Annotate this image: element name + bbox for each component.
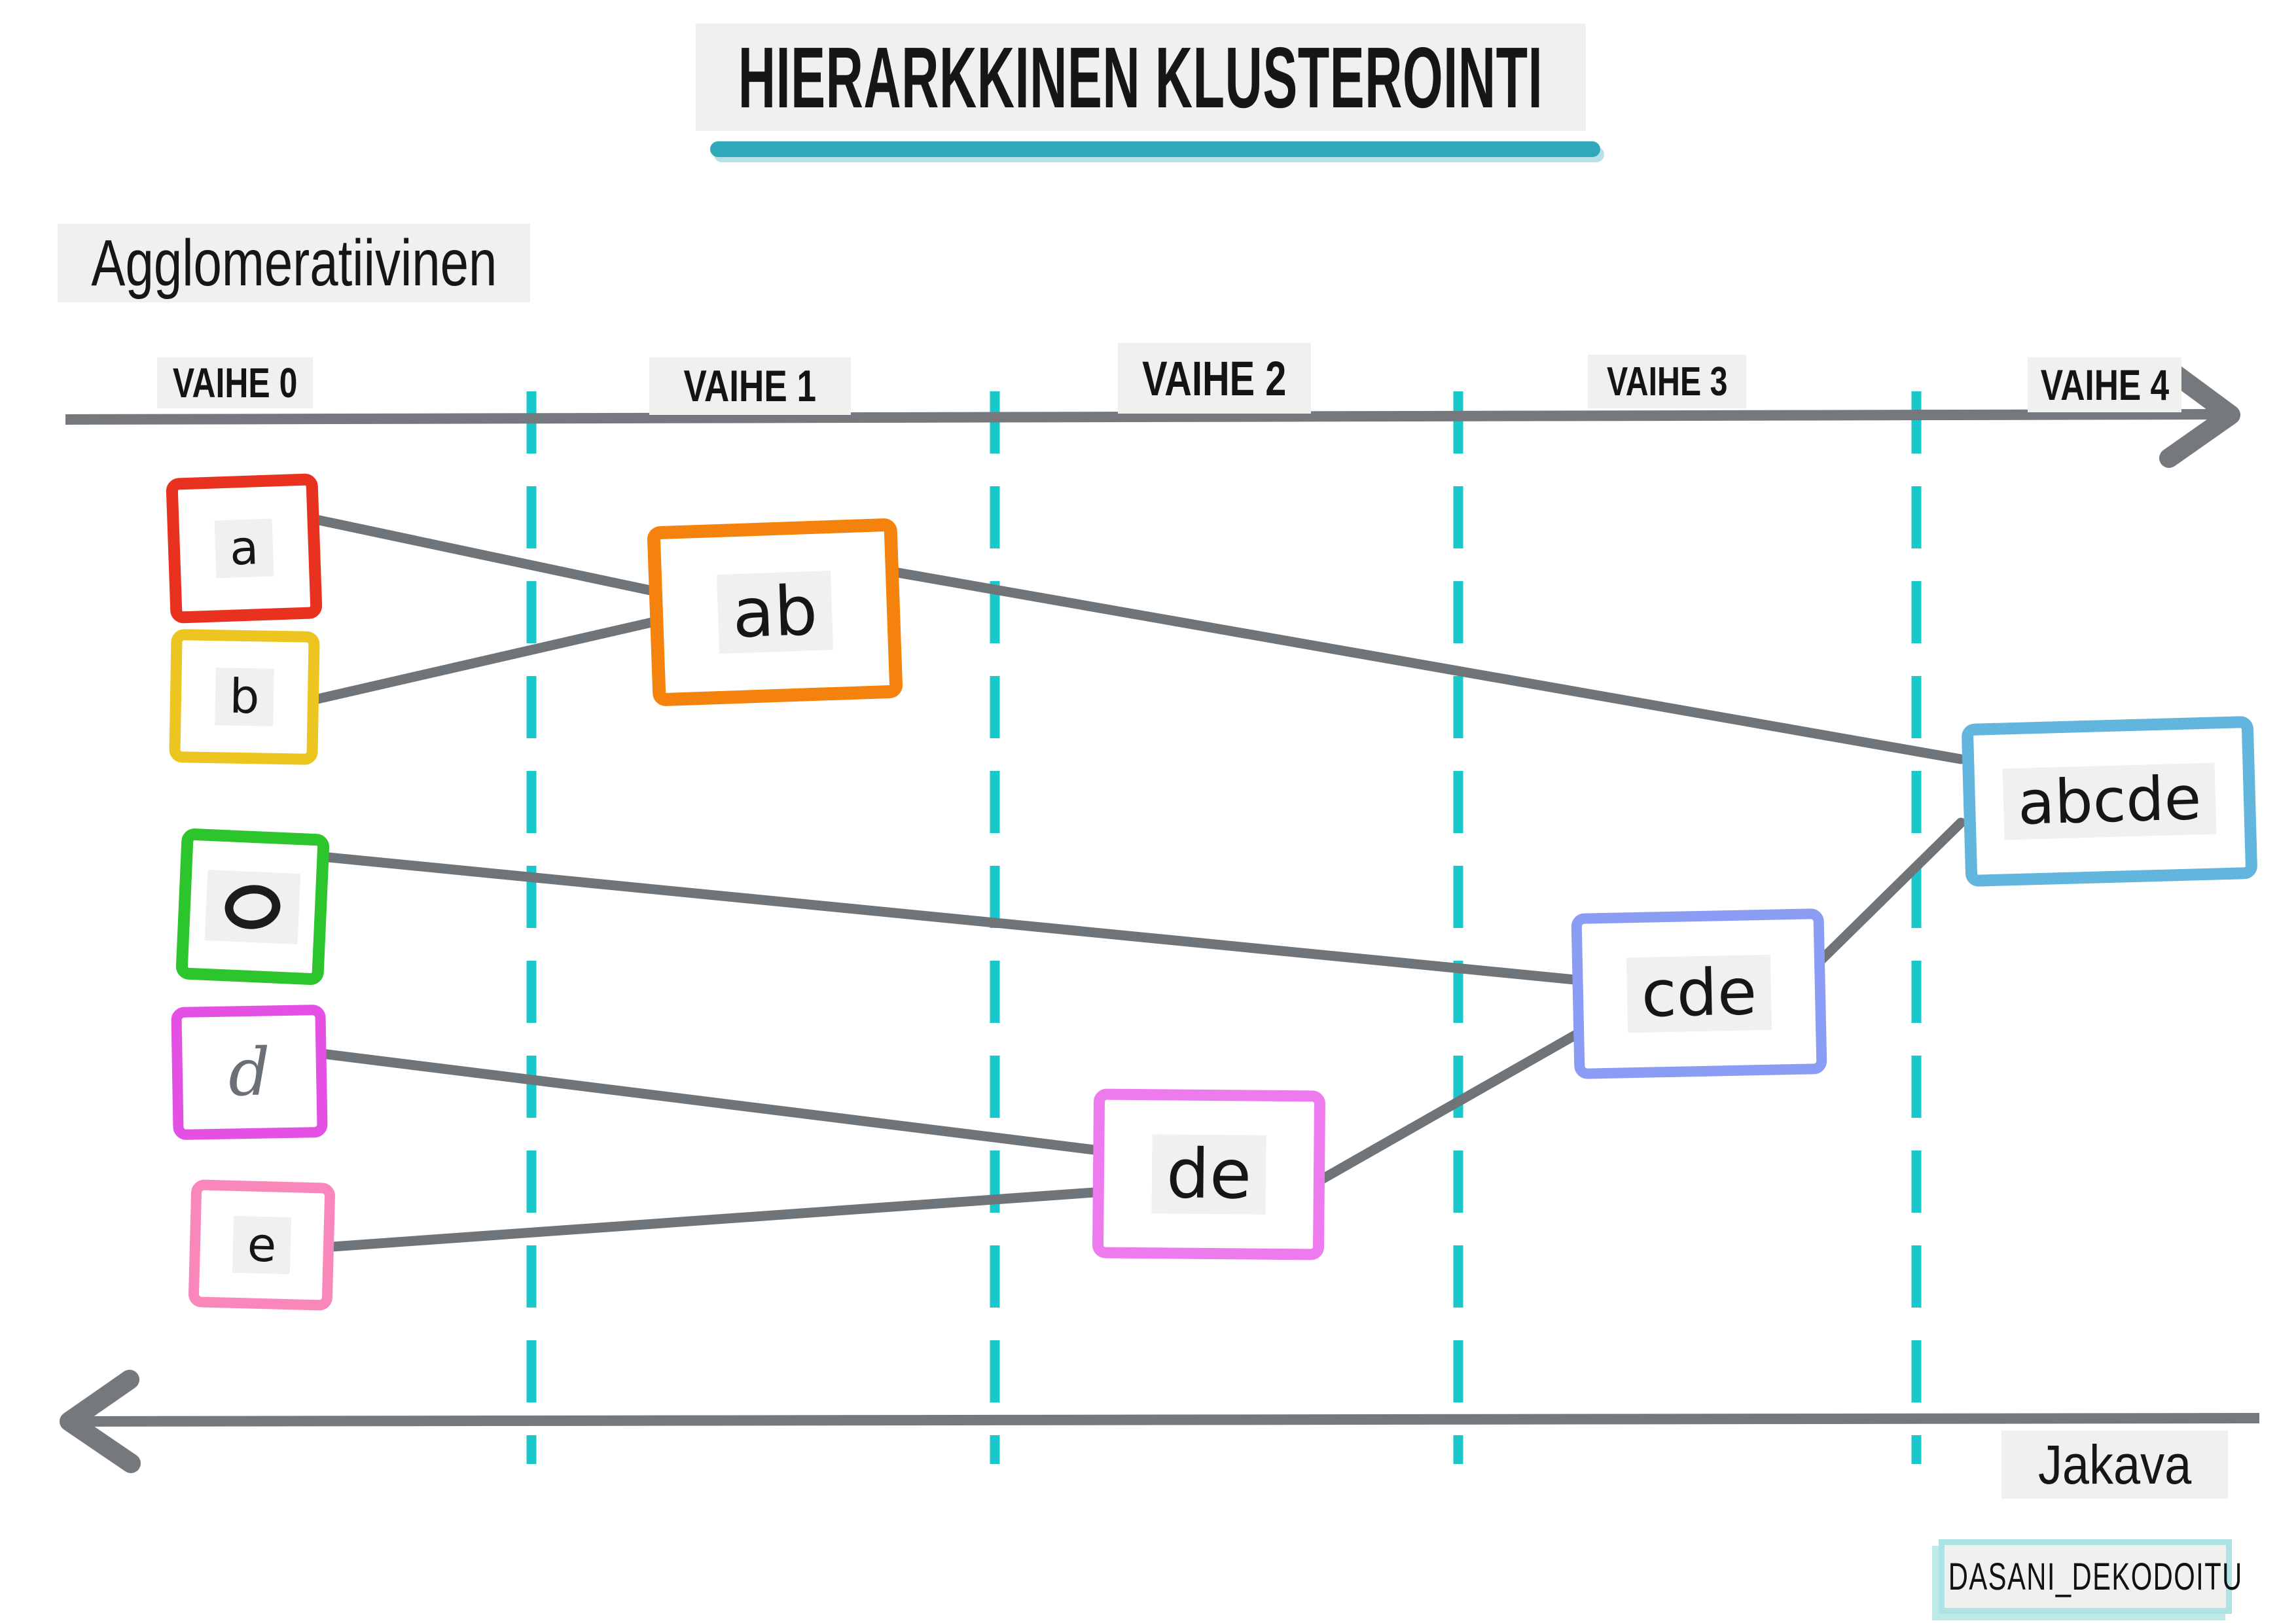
phase-label-3-text: VAIHE 3: [1606, 359, 1728, 404]
cluster-box-d: d: [171, 1004, 328, 1141]
agglomerative-label-block: Agglomeratiivinen: [58, 224, 530, 302]
cluster-box-b: b: [169, 629, 320, 765]
edge-e-de: [309, 1187, 1100, 1253]
phase-label-4-text: VAIHE 4: [2040, 361, 2169, 409]
edge-d-de: [300, 1046, 1100, 1155]
cluster-box-c: [175, 828, 330, 986]
cluster-ab-label: ab: [717, 571, 833, 654]
phase-label-2: VAIHE 2: [1118, 343, 1311, 414]
divisive-label-block: Jakava: [2001, 1431, 2228, 1499]
cluster-b-label: b: [214, 668, 275, 726]
phase-label-1-text: VAIHE 1: [683, 361, 817, 411]
phase-label-0: VAIHE 0: [157, 357, 313, 408]
top-axis-right-arrowhead-icon: [2159, 361, 2240, 468]
edge-c-cde: [296, 849, 1580, 985]
phase-label-3: VAIHE 3: [1588, 355, 1746, 408]
cluster-d-label: d: [227, 1033, 272, 1111]
edge-a-ab: [293, 510, 658, 596]
cluster-box-ab: ab: [647, 518, 903, 707]
cluster-box-abcde: abcde: [1961, 715, 2258, 887]
edge-cde-abcde: [1799, 817, 1966, 982]
cluster-box-de: de: [1092, 1088, 1326, 1260]
bottom-axis-left-arrowhead-icon: [60, 1370, 141, 1473]
phase-label-2-text: VAIHE 2: [1142, 351, 1287, 406]
bottom-axis-line: [73, 1413, 2260, 1427]
cluster-c-glyph: [204, 869, 301, 944]
page-title-block: HIERARKKINEN KLUSTEROINTI: [696, 24, 1586, 131]
decoded-watermark-badge: DASANI_DEKODOITU: [1939, 1539, 2242, 1614]
title-underline: [710, 141, 1600, 157]
decoded-watermark-text: DASANI_DEKODOITU: [1948, 1555, 2243, 1598]
top-axis-line: [65, 409, 2219, 425]
cluster-box-cde: cde: [1571, 908, 1827, 1080]
page-title: HIERARKKINEN KLUSTEROINTI: [738, 29, 1543, 126]
phase-label-0-text: VAIHE 0: [172, 359, 298, 406]
cluster-box-a: a: [166, 473, 323, 624]
cluster-a-label: a: [214, 518, 274, 579]
edge-de-cde: [1296, 1030, 1580, 1196]
agglomerative-label: Agglomeratiivinen: [90, 226, 497, 300]
divisive-label: Jakava: [2037, 1433, 2192, 1495]
phase-label-1: VAIHE 1: [649, 357, 851, 415]
cluster-abcde-label: abcde: [2002, 762, 2217, 840]
cluster-e-label: e: [232, 1215, 292, 1275]
cluster-box-e: e: [188, 1179, 336, 1311]
edge-b-ab: [293, 616, 660, 709]
cluster-cde-label: cde: [1626, 954, 1772, 1033]
phase-label-4: VAIHE 4: [2028, 357, 2181, 412]
edge-ab-abcde: [867, 563, 1966, 764]
cluster-de-label: de: [1151, 1133, 1266, 1215]
